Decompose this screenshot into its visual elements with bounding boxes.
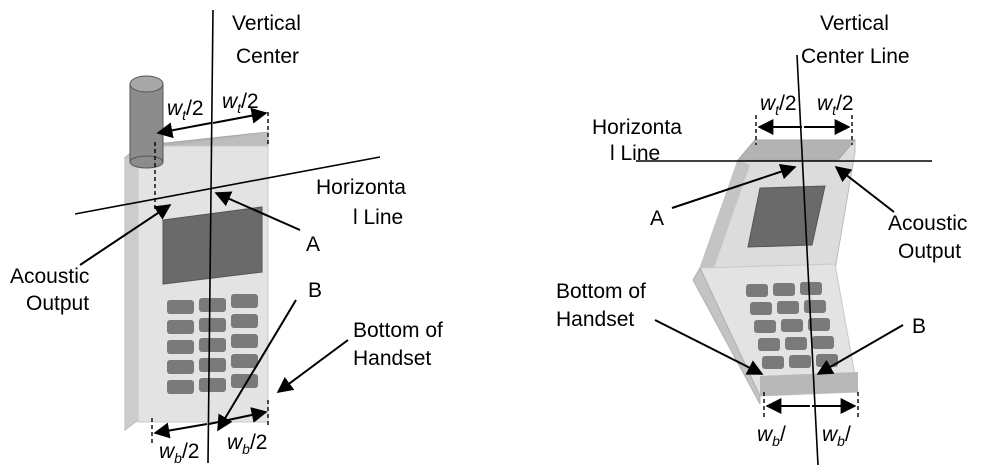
left-handset-antenna bbox=[129, 75, 164, 169]
left-horizontal-label-1: Horizonta bbox=[316, 176, 406, 199]
right-handset-base-bottom bbox=[760, 372, 858, 396]
right-handset-base-side bbox=[692, 266, 761, 405]
left-bottom-dim-arrow-left bbox=[153, 422, 208, 439]
left-bottom-dim-right-label: wb/2 bbox=[227, 431, 267, 457]
left-acoustic-arrow bbox=[79, 204, 172, 266]
right-bottom-dim-right-label: wb/ bbox=[822, 423, 851, 449]
right-acoustic-label-1: Acoustic bbox=[888, 212, 967, 235]
left-vertical-center-line bbox=[207, 9, 214, 464]
left-bottom-arrow bbox=[276, 339, 349, 393]
left-handset bbox=[123, 75, 269, 432]
right-vertical-label-1: Vertical bbox=[820, 12, 889, 35]
left-acoustic-label-1: Acoustic bbox=[10, 265, 89, 288]
right-point-b-label: B bbox=[912, 315, 926, 338]
left-horizontal-label-2: l Line bbox=[353, 206, 403, 229]
right-point-b-arrow bbox=[816, 324, 904, 375]
left-top-dim-arrow-right bbox=[212, 107, 268, 124]
right-acoustic-label-2: Output bbox=[898, 240, 961, 263]
left-point-a-label: A bbox=[306, 233, 320, 256]
left-bottom-label-2: Handset bbox=[353, 347, 431, 370]
left-bottom-dim-left-label: wb/2 bbox=[159, 440, 199, 466]
right-acoustic-arrow bbox=[834, 166, 895, 213]
right-horizontal-label-1: Horizonta bbox=[592, 116, 682, 139]
left-acoustic-label-2: Output bbox=[26, 292, 89, 315]
right-handset-flap-top bbox=[736, 139, 857, 161]
left-handset-keypad bbox=[167, 294, 258, 394]
right-bottom-label-2: Handset bbox=[556, 308, 634, 331]
right-bottom-label-1: Bottom of bbox=[556, 280, 646, 303]
right-bottom-dim-left-label: wb/ bbox=[757, 423, 786, 449]
right-point-a-arrow bbox=[671, 163, 797, 209]
left-top-dim-left-label: wt/2 bbox=[167, 97, 204, 123]
right-point-a-label: A bbox=[650, 207, 664, 230]
right-horizontal-label-2: l Line bbox=[610, 142, 660, 165]
right-top-dim-left-label: wt/2 bbox=[760, 92, 797, 118]
right-vertical-label-2: Center Line bbox=[801, 45, 910, 68]
left-top-dim-arrow-left bbox=[156, 122, 212, 139]
left-bottom-label-1: Bottom of bbox=[353, 319, 443, 342]
right-bottom-arrow bbox=[654, 319, 764, 375]
left-horizontal-line bbox=[74, 156, 381, 215]
left-handset-screen bbox=[162, 206, 263, 285]
left-vertical-label-1: Vertical bbox=[232, 12, 301, 35]
left-top-dim-right-label: wt/2 bbox=[222, 90, 259, 116]
right-handset-screen bbox=[747, 185, 826, 248]
left-vertical-label-2: Center bbox=[236, 45, 299, 68]
left-point-b-arrow bbox=[217, 299, 297, 432]
left-point-a-arrow bbox=[214, 191, 301, 231]
right-top-dim-right-label: wt/2 bbox=[817, 92, 854, 118]
right-vertical-center-line bbox=[796, 54, 819, 466]
left-point-b-label: B bbox=[308, 279, 322, 302]
